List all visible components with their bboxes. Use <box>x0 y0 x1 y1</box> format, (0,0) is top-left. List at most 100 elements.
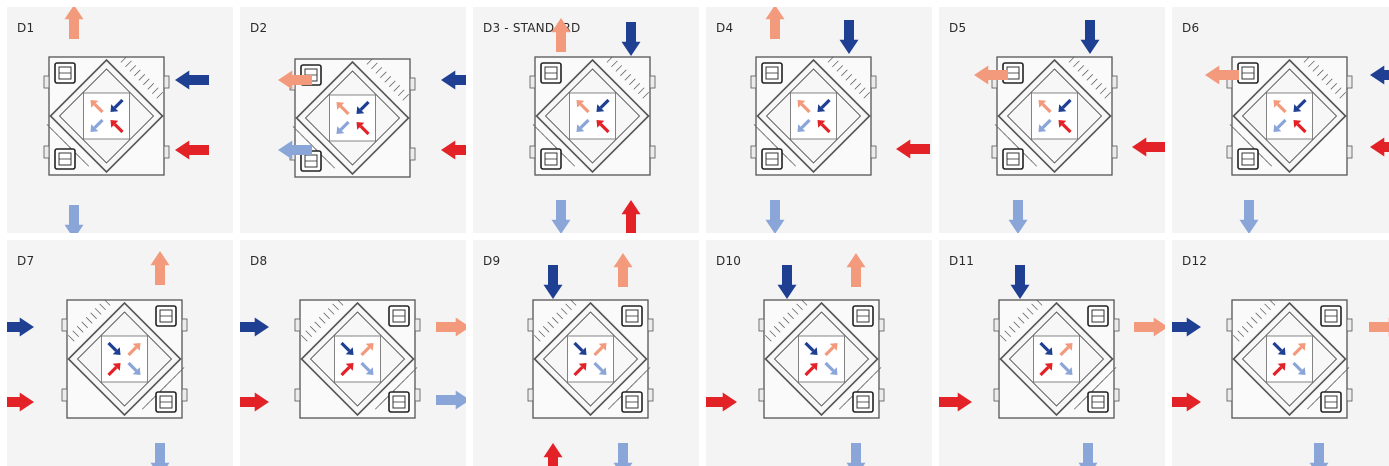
extract-flow-arrow <box>1273 100 1287 114</box>
duct-spigot <box>1111 145 1118 159</box>
exhaust-air-arrow <box>551 200 571 233</box>
duct-spigot <box>647 318 654 332</box>
extract-air-arrow <box>1134 317 1165 337</box>
supply-air-arrow <box>1010 265 1030 299</box>
duct-spigot <box>991 145 998 159</box>
duct-spigot <box>294 318 301 332</box>
supply-flow-arrow <box>107 341 121 355</box>
duct-spigot <box>1226 145 1233 159</box>
core-window <box>569 92 616 140</box>
fan-icon <box>852 391 874 413</box>
duct-spigot <box>414 388 421 402</box>
config-label: D9 <box>483 254 501 268</box>
fresh-flow-arrow <box>1058 120 1072 134</box>
fan-icon <box>1320 391 1342 413</box>
duct-spigot <box>878 388 885 402</box>
supply-flow-arrow <box>596 98 610 112</box>
fresh-flow-arrow <box>817 120 831 134</box>
duct-spigot <box>647 388 654 402</box>
supply-flow-arrow <box>804 341 818 355</box>
duct-spigot <box>409 77 416 91</box>
core-window <box>1033 335 1080 383</box>
fresh-air-arrow <box>441 140 466 160</box>
filter-hatching <box>532 56 650 167</box>
configuration-diagram <box>939 265 1165 466</box>
configuration-diagram <box>974 20 1165 233</box>
fresh-flow-arrow <box>340 363 354 377</box>
supply-air-arrow <box>1080 20 1100 54</box>
config-panel-d8: D8 <box>240 240 466 466</box>
duct-spigot <box>414 318 421 332</box>
fan-icon <box>388 305 410 327</box>
config-label: D10 <box>716 254 742 268</box>
duct-spigot <box>527 388 534 402</box>
config-panel-d7: D7 <box>7 240 233 466</box>
fan-icon <box>54 148 76 170</box>
config-label: D12 <box>1182 254 1208 268</box>
heat-exchanger-core <box>304 70 401 166</box>
duct-spigot <box>870 75 877 89</box>
extract-air-arrow <box>1205 65 1239 85</box>
supply-flow-arrow <box>1058 98 1072 112</box>
extract-flow-arrow <box>576 100 590 114</box>
fresh-air-arrow <box>621 200 641 233</box>
duct-spigot <box>1113 318 1120 332</box>
extract-flow-arrow <box>360 343 374 357</box>
fan-icon <box>621 305 643 327</box>
configuration-diagram <box>7 251 188 466</box>
exhaust-air-arrow <box>278 140 312 160</box>
fresh-flow-arrow <box>573 363 587 377</box>
supply-flow-arrow <box>110 98 124 112</box>
core-window <box>83 92 130 140</box>
config-label: D7 <box>17 254 35 268</box>
extract-air-arrow <box>613 253 633 287</box>
duct-spigot <box>61 318 68 332</box>
extract-air-arrow <box>64 7 84 39</box>
config-label: D8 <box>250 254 268 268</box>
duct-spigot <box>750 145 757 159</box>
duct-spigot <box>750 75 757 89</box>
supply-air-arrow <box>621 22 641 56</box>
exhaust-air-arrow <box>150 443 170 466</box>
fresh-air-arrow <box>1370 137 1389 157</box>
fan-icon <box>621 391 643 413</box>
core-window <box>334 335 381 383</box>
exhaust-flow-arrow <box>127 361 141 375</box>
duct-spigot <box>1346 75 1353 89</box>
supply-flow-arrow <box>1272 341 1286 355</box>
config-panel-d2: D2 <box>240 7 466 233</box>
exhaust-flow-arrow <box>360 361 374 375</box>
configuration-diagram <box>1172 299 1389 466</box>
duct-spigot <box>294 388 301 402</box>
duct-spigot <box>529 145 536 159</box>
config-label: D2 <box>250 21 268 35</box>
config-panel-d3: D3 - STANDARD <box>473 7 699 233</box>
fan-icon <box>761 148 783 170</box>
duct-spigot <box>1346 145 1353 159</box>
core-window <box>567 335 614 383</box>
fresh-air-arrow <box>7 392 34 412</box>
heat-exchanger-core <box>765 68 862 164</box>
config-label: D1 <box>17 21 35 35</box>
fresh-flow-arrow <box>107 363 121 377</box>
configuration-diagram <box>1205 56 1389 233</box>
fresh-air-arrow <box>939 392 972 412</box>
configuration-diagram <box>278 58 466 178</box>
extract-flow-arrow <box>1292 343 1306 357</box>
duct-spigot <box>1346 388 1353 402</box>
duct-spigot <box>878 318 885 332</box>
fan-icon <box>540 148 562 170</box>
extract-flow-arrow <box>90 100 104 114</box>
supply-air-arrow <box>543 265 563 299</box>
supply-air-arrow <box>441 70 466 90</box>
configuration-diagram <box>43 7 209 233</box>
exhaust-flow-arrow <box>1038 118 1052 132</box>
config-label: D4 <box>716 21 734 35</box>
fresh-flow-arrow <box>1293 120 1307 134</box>
exhaust-flow-arrow <box>576 118 590 132</box>
heat-exchanger-core <box>1241 311 1338 407</box>
fan-icon <box>54 62 76 84</box>
configuration-diagram <box>527 253 654 466</box>
filter-hatching <box>753 56 871 167</box>
fan-icon <box>155 305 177 327</box>
